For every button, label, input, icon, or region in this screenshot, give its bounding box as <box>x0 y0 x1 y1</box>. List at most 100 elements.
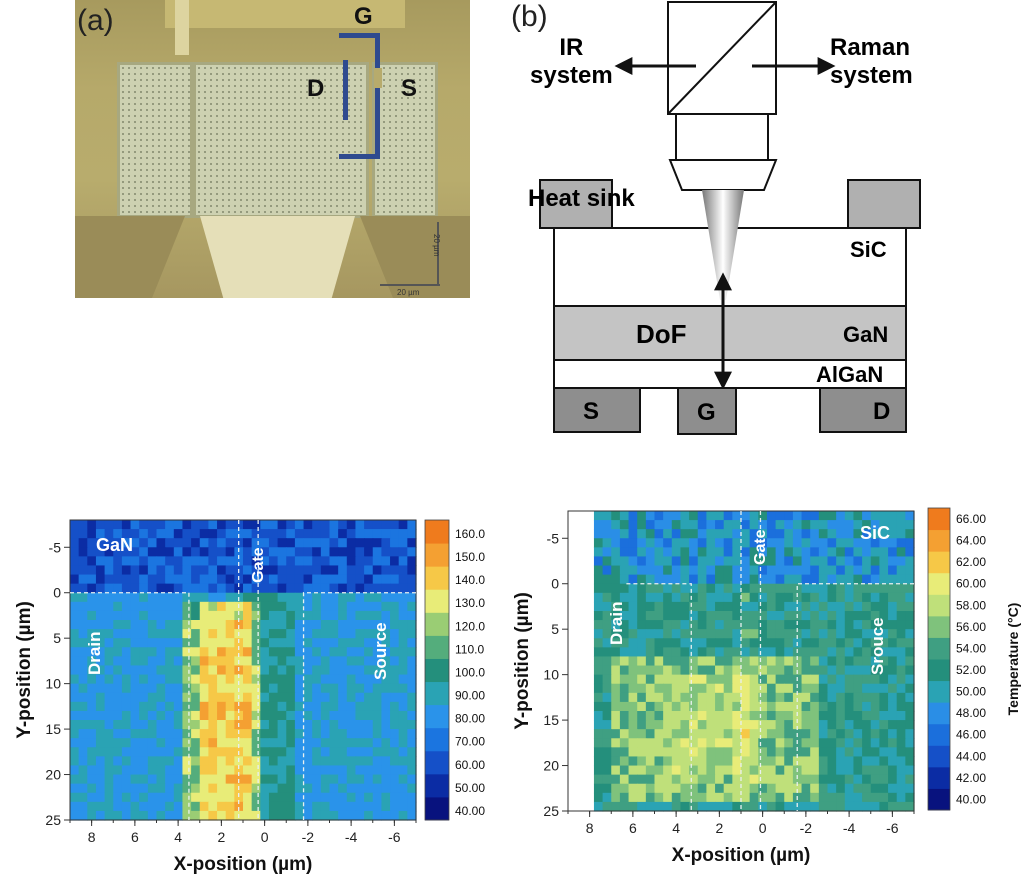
heatmap-cell <box>732 720 742 730</box>
heatmap-cell <box>243 556 253 567</box>
heatmap-cell <box>346 629 357 639</box>
heatmap-cell <box>870 511 880 521</box>
heatmap-cell <box>173 774 184 785</box>
heatmap-cell <box>715 674 725 685</box>
heatmap-cell <box>191 756 201 767</box>
heatmap-cell <box>156 520 166 530</box>
heatmap-cell <box>654 601 664 612</box>
heatmap-cell <box>810 620 820 630</box>
heatmap-cell <box>775 656 785 667</box>
heatmap-cell <box>78 756 88 767</box>
heatmap-cell <box>637 701 647 712</box>
heatmap-cell <box>121 574 132 585</box>
heatmap-cell <box>862 547 872 558</box>
heatmap-cell <box>680 738 690 748</box>
heatmap-cell <box>372 647 382 657</box>
heatmap-cell <box>706 674 716 685</box>
heatmap-cell <box>286 692 296 703</box>
heatmap-cell <box>758 774 768 785</box>
heatmap-cell <box>749 783 759 794</box>
heatmap-cell <box>697 701 707 712</box>
heatmap-cell <box>165 692 175 703</box>
heatmap-cell <box>749 738 759 748</box>
heatmap-cell <box>827 729 837 739</box>
heatmap-cell <box>78 783 88 794</box>
heatmap-cell <box>147 592 158 603</box>
heatmap-cell <box>801 520 811 530</box>
heatmap-cell <box>294 620 305 630</box>
heatmap-cell <box>827 547 837 558</box>
heatmap-cell <box>775 601 785 612</box>
heatmap-cell <box>268 647 279 657</box>
heatmap-cell <box>663 747 673 758</box>
colorbar-segment <box>425 566 449 590</box>
heatmap-cell <box>758 783 768 794</box>
heatmap-cell <box>888 692 898 703</box>
heatmap-cell <box>121 674 132 685</box>
heatmap-cell <box>732 729 742 739</box>
heatmap-cell <box>398 720 408 730</box>
heatmap-cell <box>303 574 313 585</box>
heatmap-cell <box>95 756 106 767</box>
heatmap-cell <box>338 565 348 576</box>
heatmap-cell <box>758 556 768 567</box>
heatmap-cell <box>121 665 132 676</box>
heatmap-cell <box>766 674 777 685</box>
heatmap-cell <box>303 638 313 648</box>
heatmap-cell <box>593 792 604 803</box>
heatmap-cell <box>338 792 348 803</box>
heatmap-cell <box>611 638 621 648</box>
heatmap-cell <box>766 738 777 748</box>
heatmap-cell <box>372 583 382 594</box>
heatmap-cell <box>199 738 209 748</box>
heatmap-cell <box>836 665 846 676</box>
measurement-schematic <box>539 1 921 435</box>
heatmap-cell <box>355 747 365 757</box>
heatmap-cell <box>593 783 604 794</box>
heatmap-cell <box>113 774 123 785</box>
heatmap-cell <box>905 574 915 585</box>
heatmap-cell <box>277 701 287 712</box>
heatmap-cell <box>165 729 175 739</box>
heatmap-cell <box>225 738 235 748</box>
heatmap-cell <box>104 810 114 821</box>
heatmap-cell <box>879 556 889 567</box>
heatmap-cell <box>260 638 270 648</box>
heatmap-cell <box>251 620 261 630</box>
heatmap-cell <box>784 574 794 585</box>
heatmap-cell <box>689 756 699 767</box>
heatmap-cell <box>741 520 751 530</box>
heatmap-cell <box>611 756 621 767</box>
heatmap-cell <box>836 792 846 803</box>
heatmap-cell <box>766 583 777 594</box>
heatmap-cell <box>355 683 365 694</box>
heatmap-cell <box>191 810 201 821</box>
colorbar-tick-label: 44.00 <box>956 749 986 763</box>
heatmap-cell <box>130 556 140 567</box>
heatmap-cell <box>268 792 279 803</box>
heatmap-cell <box>398 747 408 757</box>
heatmap-cell <box>775 592 785 603</box>
colorbar-segment <box>425 796 449 821</box>
heatmap-cell <box>217 547 227 557</box>
heatmap-cell <box>749 565 759 576</box>
heatmap-cell <box>732 747 742 758</box>
heatmap-cell <box>801 601 811 612</box>
heatmap-cell <box>758 738 768 748</box>
heatmap-cell <box>862 629 872 639</box>
heatmap-cell <box>766 765 777 776</box>
heatmap-cell <box>784 529 794 539</box>
colorbar-tick-label: 80.00 <box>455 712 485 726</box>
heatmap-cell <box>706 574 716 585</box>
heatmap-cell <box>286 529 296 539</box>
heatmap-cell <box>628 529 638 539</box>
heatmap-cell <box>810 747 820 758</box>
heatmap-cell <box>749 729 759 739</box>
heatmap-cell <box>879 783 889 794</box>
heatmap-cell <box>268 701 279 712</box>
heatmap-cell <box>836 638 846 648</box>
heatmap-cell <box>879 592 889 603</box>
heatmap-cell <box>303 610 313 621</box>
heatmap-cell <box>243 801 253 812</box>
heatmap-cell <box>182 547 192 557</box>
